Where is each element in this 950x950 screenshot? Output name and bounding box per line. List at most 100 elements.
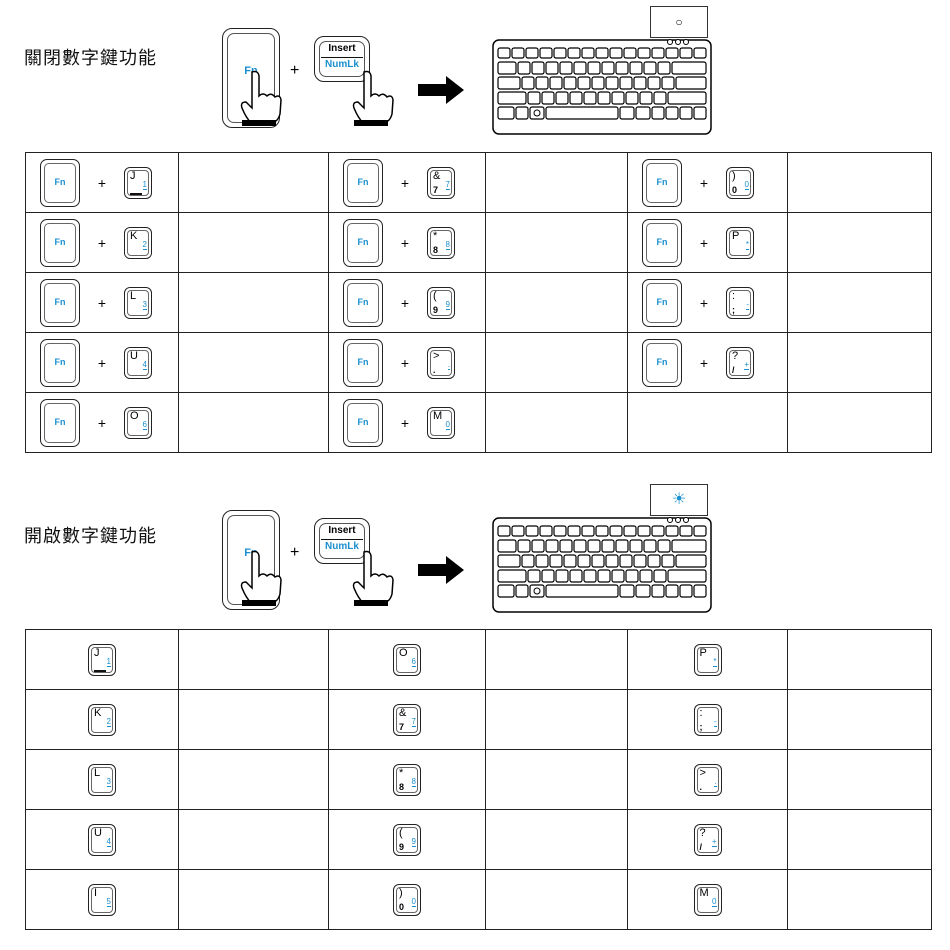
key-main-legend: )	[399, 886, 403, 899]
key-main-legend: L	[94, 766, 101, 779]
key-numpad-legend: -	[746, 299, 749, 310]
description-cell	[787, 332, 932, 393]
key-numpad-legend: 9	[445, 299, 450, 310]
description-cell	[787, 272, 932, 333]
pressing-hand-icon	[240, 70, 282, 126]
key-numpad-legend: 2	[106, 716, 111, 727]
key-cap: :;-	[693, 703, 722, 736]
key-numpad-legend: 9	[411, 836, 416, 847]
description-cell	[178, 749, 329, 810]
key-sub-legend: 8	[433, 244, 439, 255]
description-cell	[485, 689, 628, 750]
plus-sign: +	[699, 354, 709, 371]
key-combo-cell: >..	[627, 749, 788, 810]
key-numpad-legend: 1	[106, 656, 111, 667]
key-combo-cell: Fn+?/+	[627, 332, 788, 393]
key-numpad-legend: *	[713, 656, 717, 667]
description-cell	[178, 629, 329, 690]
fn-key-label: Fn	[357, 176, 369, 187]
key-cap: ?/+	[726, 346, 754, 379]
description-cell	[178, 332, 329, 393]
key-cap: ?/+	[693, 823, 722, 856]
key-single: ?/+	[628, 810, 787, 869]
plus-sign: +	[97, 414, 107, 431]
plus-sign: +	[699, 294, 709, 311]
fn-key: Fn	[343, 158, 383, 207]
description-cell	[178, 869, 329, 930]
fn-key-label: Fn	[54, 176, 66, 187]
key-numpad-legend: 2	[142, 239, 147, 250]
fn-key-label: Fn	[357, 296, 369, 307]
key-main-legend: >	[699, 766, 706, 779]
plus-sign: +	[290, 62, 300, 79]
plus-sign: +	[400, 414, 410, 431]
key-numpad-legend: 7	[445, 179, 450, 190]
fn-key-label: Fn	[54, 296, 66, 307]
key-combo-cell	[627, 392, 788, 453]
fn-key: Fn	[40, 338, 80, 387]
key-sub-legend: .	[433, 364, 436, 375]
keyboard-illustration	[492, 39, 712, 135]
key-single: P*	[628, 630, 787, 689]
key-sub-legend: 9	[433, 304, 439, 315]
plus-sign: +	[97, 234, 107, 251]
key-underline	[130, 192, 142, 195]
key-sub-legend: 7	[399, 721, 405, 732]
description-cell	[178, 152, 329, 213]
fn-key: Fn	[642, 278, 682, 327]
key-numpad-legend: 3	[142, 299, 147, 310]
fn-key-label: Fn	[54, 416, 66, 427]
key-numpad-legend: -	[713, 716, 717, 727]
key-main-legend: K	[130, 229, 138, 242]
key-numpad-legend: 0	[411, 896, 416, 907]
key-sub-legend: 0	[732, 184, 738, 195]
key-numpad-legend: 6	[411, 656, 416, 667]
key-numpad-legend: 6	[142, 419, 147, 430]
key-combo: Fn+>..	[329, 333, 485, 392]
fn-key: Fn	[343, 338, 383, 387]
key-numpad-legend: 3	[106, 776, 111, 787]
plus-sign: +	[400, 294, 410, 311]
description-cell	[787, 629, 932, 690]
fn-key: Fn	[40, 218, 80, 267]
key-numpad-legend: 4	[106, 836, 111, 847]
arrow-right-icon	[418, 76, 464, 104]
fn-key-label: Fn	[656, 176, 668, 187]
key-main-legend: O	[130, 409, 139, 422]
section-title-numlock-off: 關閉數字鍵功能	[24, 48, 157, 69]
pressing-hand-icon	[352, 70, 394, 126]
plus-sign: +	[400, 354, 410, 371]
description-cell	[485, 152, 628, 213]
fn-key-label: Fn	[656, 296, 668, 307]
description-cell	[485, 332, 628, 393]
key-main-legend: U	[94, 826, 102, 839]
key-numpad-legend: *	[745, 239, 749, 250]
key-numpad-legend: 0	[712, 896, 717, 907]
